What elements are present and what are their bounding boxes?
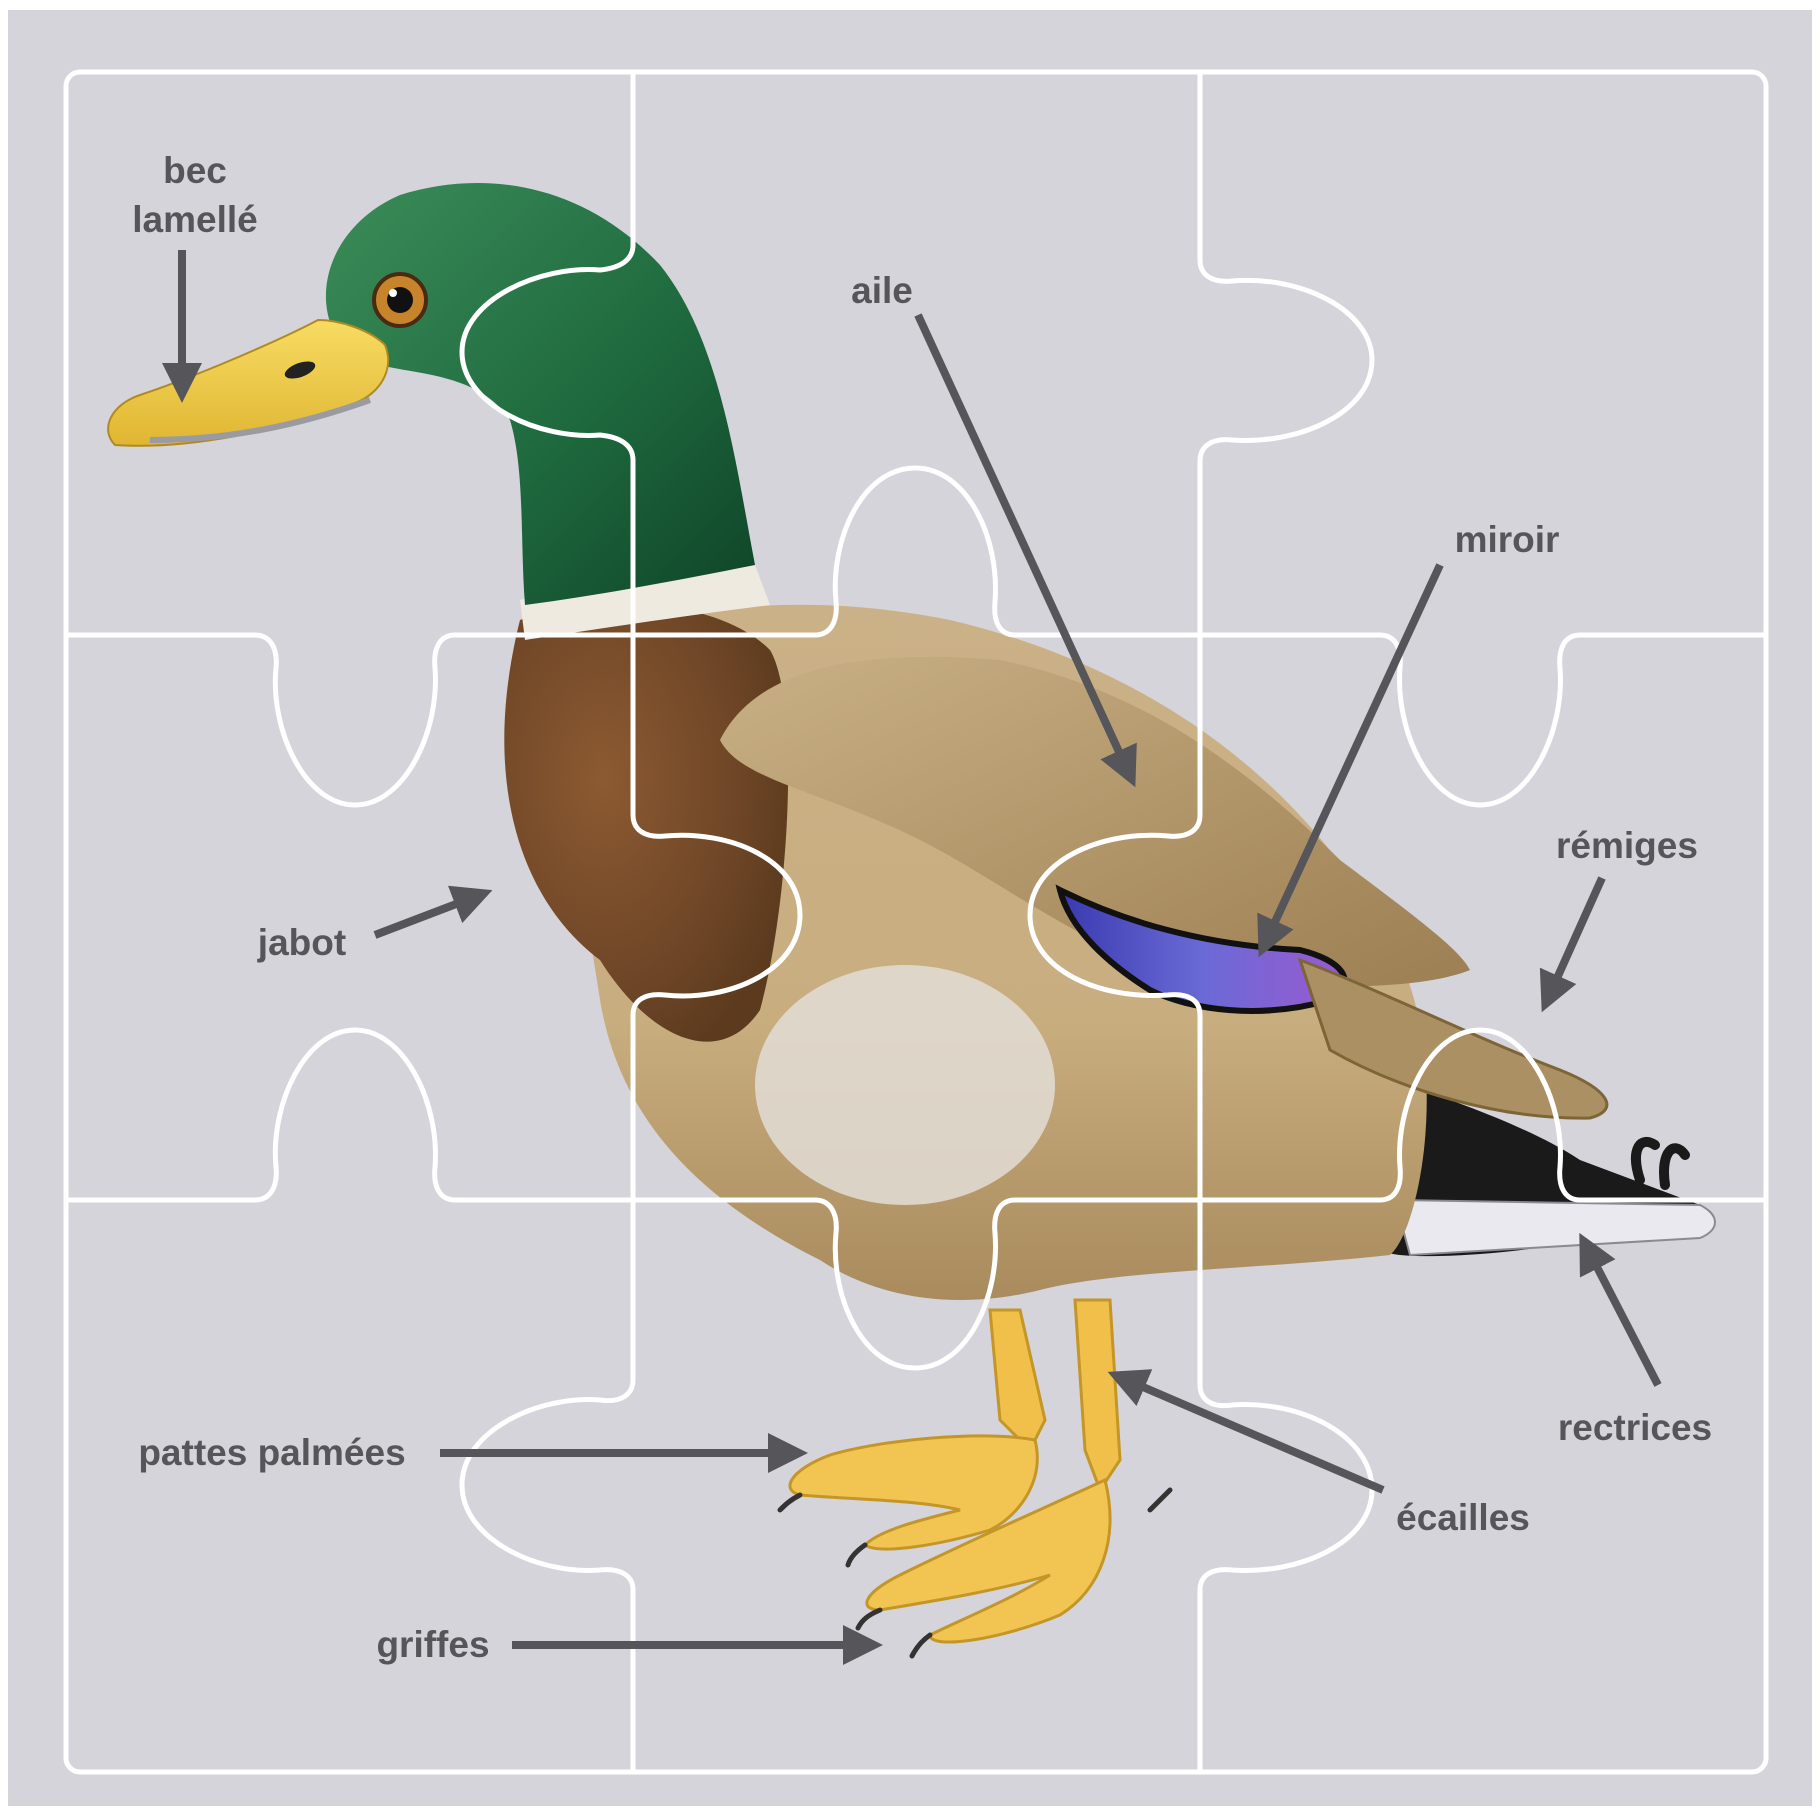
duck-belly [755,965,1055,1205]
label-ecailles: écailles [1396,1497,1530,1538]
label-remiges: rémiges [1556,825,1698,866]
label-jabot: jabot [257,922,346,963]
label-pattes-palmees: pattes palmées [138,1432,405,1473]
label-bec-line2: lamellé [132,199,257,240]
label-bec-line1: bec [163,150,227,191]
label-rectrices: rectrices [1558,1407,1712,1448]
label-miroir: miroir [1455,519,1560,560]
label-aile: aile [851,270,913,311]
label-griffes: griffes [376,1624,489,1665]
eye-highlight [389,289,397,297]
